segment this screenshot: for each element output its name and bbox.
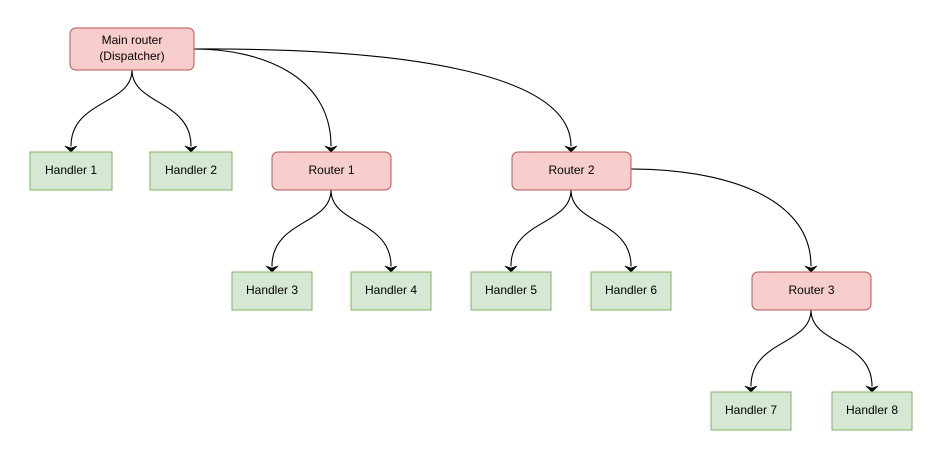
- node-handler-4-label-line-0: Handler 4: [365, 283, 417, 297]
- node-router-1-shape[interactable]: [271, 151, 392, 191]
- node-router-3-shape[interactable]: [751, 271, 872, 311]
- node-handler-6-label: Handler 6: [605, 283, 657, 297]
- node-router-1-label-line-0: Router 1: [308, 163, 354, 177]
- node-handler-7-shape[interactable]: [710, 391, 792, 431]
- node-handler-6[interactable]: Handler 6: [590, 271, 672, 311]
- node-handler-4[interactable]: Handler 4: [350, 271, 432, 311]
- node-handler-1-label: Handler 1: [45, 163, 97, 177]
- node-handler-7-label: Handler 7: [725, 403, 777, 417]
- node-handler-5-shape[interactable]: [470, 271, 552, 311]
- node-handler-7[interactable]: Handler 7: [710, 391, 792, 431]
- node-handler-1[interactable]: Handler 1: [29, 151, 113, 191]
- arrow-handler-6-icon: [624, 265, 638, 273]
- node-handler-2-shape[interactable]: [149, 151, 233, 191]
- node-handler-8-shape[interactable]: [831, 391, 913, 431]
- node-handler-3[interactable]: Handler 3: [231, 271, 313, 311]
- edge-main-router-to-handler-2: [131, 69, 192, 147]
- arrow-handler-8-icon: [865, 385, 879, 393]
- node-router-3[interactable]: Router 3: [751, 271, 872, 311]
- node-handler-2-label: Handler 2: [165, 163, 217, 177]
- arrow-handler-7-icon: [744, 385, 758, 393]
- node-handler-1-shape[interactable]: [29, 151, 113, 191]
- node-handler-5[interactable]: Handler 5: [470, 271, 552, 311]
- edge-router-2-to-handler-6: [570, 189, 632, 267]
- arrow-router-3-icon: [804, 265, 818, 273]
- arrow-router-1-icon: [324, 145, 338, 153]
- node-handler-7-label-line-0: Handler 7: [725, 403, 777, 417]
- edge-router-3-to-handler-7: [750, 309, 812, 387]
- node-router-2-shape[interactable]: [511, 151, 632, 191]
- edge-main-router-to-handler-1: [70, 69, 133, 147]
- arrow-handler-5-icon: [504, 265, 518, 273]
- node-handler-8-label: Handler 8: [846, 403, 898, 417]
- node-handler-5-label: Handler 5: [485, 283, 537, 297]
- node-router-2-label: Router 2: [548, 163, 594, 177]
- nodes-layer: Main router (Dispatcher) Handler 1 Handler …: [29, 27, 913, 431]
- arrow-handler-1-icon: [64, 145, 78, 153]
- arrow-router-2-icon: [564, 145, 578, 153]
- node-main-router[interactable]: Main router (Dispatcher): [69, 27, 195, 71]
- node-router-1[interactable]: Router 1: [271, 151, 392, 191]
- node-handler-8-label-line-0: Handler 8: [846, 403, 898, 417]
- node-handler-4-label: Handler 4: [365, 283, 417, 297]
- arrowheads-layer: [64, 145, 879, 393]
- node-router-3-label: Router 3: [788, 283, 834, 297]
- node-handler-4-shape[interactable]: [350, 271, 432, 311]
- node-main-router-label-line-0: Main router: [102, 33, 163, 47]
- edge-router-1-to-handler-4: [330, 189, 392, 267]
- node-main-router-label-line-1: (Dispatcher): [99, 49, 164, 63]
- node-main-router-shape[interactable]: [69, 27, 195, 71]
- arrow-handler-2-icon: [184, 145, 198, 153]
- edges-layer: [70, 48, 873, 387]
- node-handler-6-label-line-0: Handler 6: [605, 283, 657, 297]
- node-handler-3-label: Handler 3: [246, 283, 298, 297]
- node-handler-2[interactable]: Handler 2: [149, 151, 233, 191]
- node-router-1-label: Router 1: [308, 163, 354, 177]
- node-main-router-label: Main router (Dispatcher): [99, 33, 164, 63]
- arrow-handler-3-icon: [265, 265, 279, 273]
- edge-router-2-to-router-3: [630, 168, 812, 267]
- node-handler-6-shape[interactable]: [590, 271, 672, 311]
- node-router-2-label-line-0: Router 2: [548, 163, 594, 177]
- edge-router-1-to-handler-3: [271, 189, 332, 267]
- node-router-3-label-line-0: Router 3: [788, 283, 834, 297]
- node-handler-3-shape[interactable]: [231, 271, 313, 311]
- edge-main-router-to-router-1: [193, 48, 332, 147]
- edge-router-3-to-handler-8: [810, 309, 873, 387]
- node-router-2[interactable]: Router 2: [511, 151, 632, 191]
- arrow-handler-4-icon: [384, 265, 398, 273]
- node-handler-8[interactable]: Handler 8: [831, 391, 913, 431]
- node-handler-2-label-line-0: Handler 2: [165, 163, 217, 177]
- node-handler-3-label-line-0: Handler 3: [246, 283, 298, 297]
- edge-main-router-to-router-2: [193, 48, 572, 147]
- node-handler-1-label-line-0: Handler 1: [45, 163, 97, 177]
- node-handler-5-label-line-0: Handler 5: [485, 283, 537, 297]
- edge-router-2-to-handler-5: [510, 189, 572, 267]
